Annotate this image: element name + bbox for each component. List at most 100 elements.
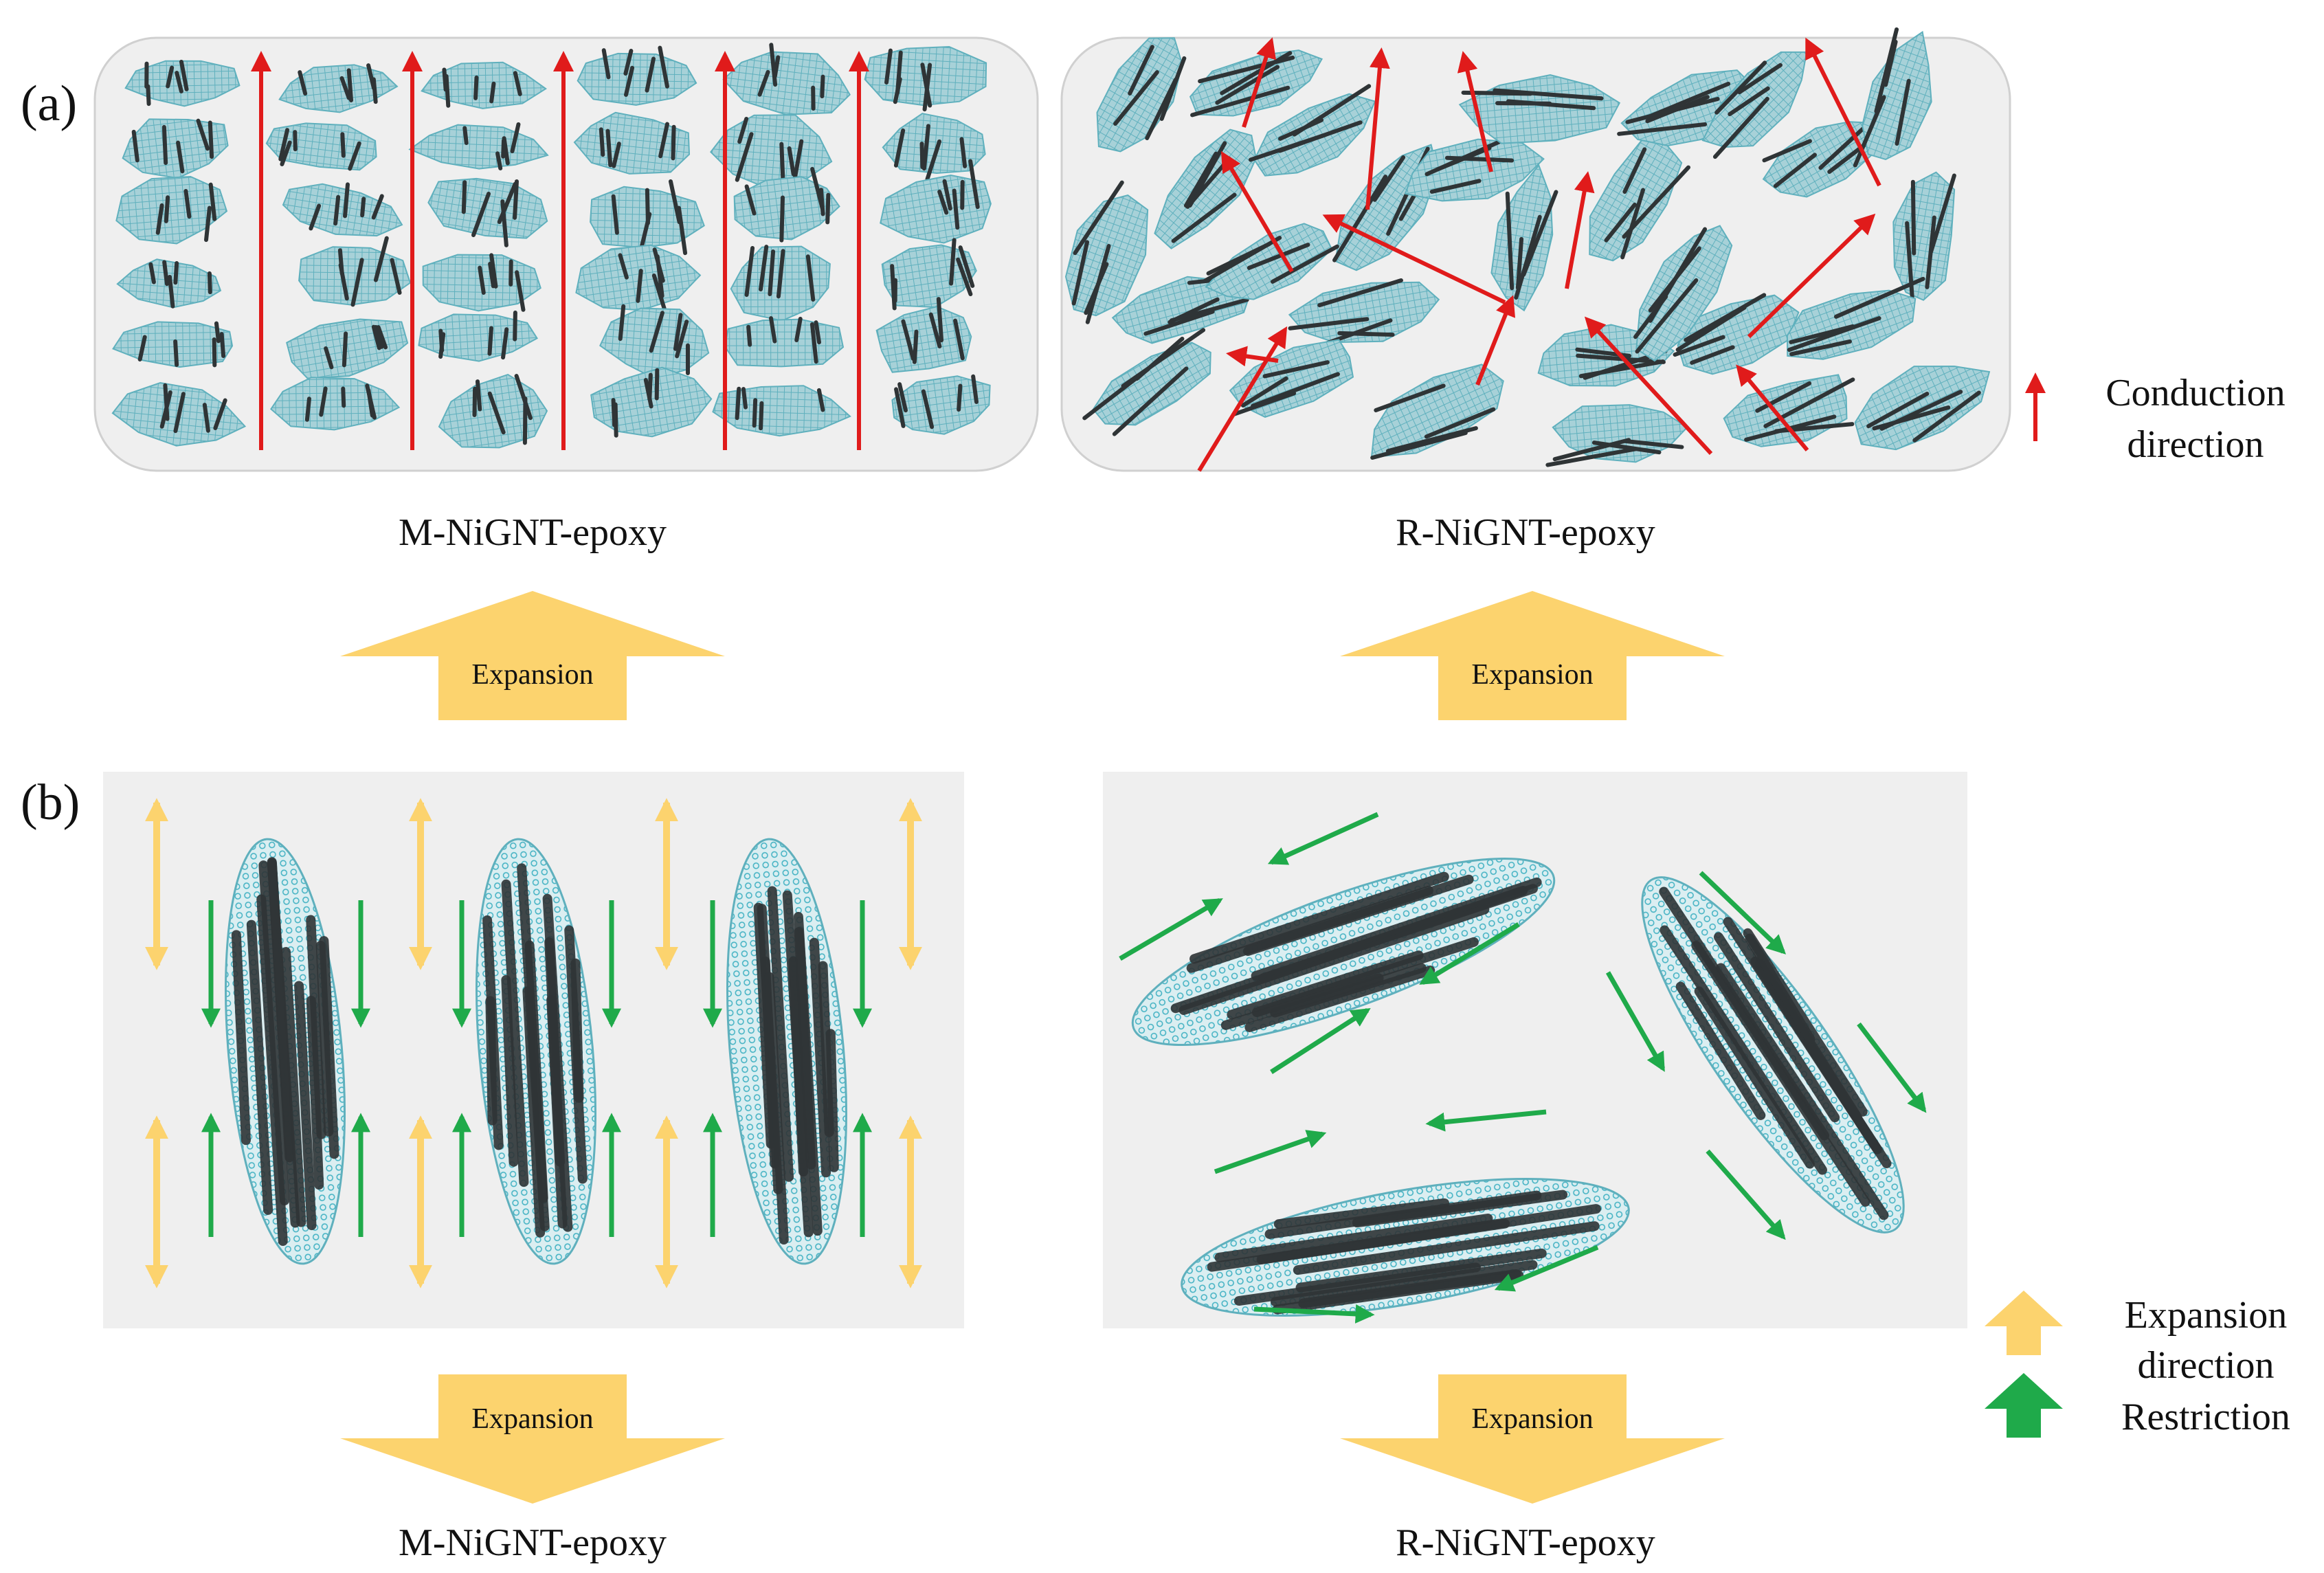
graphene-flake [1589, 135, 1691, 262]
conduction-arrow [1565, 171, 1595, 289]
restriction-arrow [1494, 1245, 1599, 1292]
ni-gnt-flake [726, 838, 848, 1265]
restriction-arrow [1214, 1130, 1327, 1174]
graphene-flake [730, 245, 831, 322]
expansion-legend-arrow [1985, 1291, 2063, 1355]
graphene-flake [265, 122, 377, 171]
graphene-flake [599, 304, 710, 380]
restriction-arrow [1699, 871, 1787, 955]
conduction-legend: Conduction direction [2025, 372, 2286, 466]
graphene-flake [1545, 404, 1689, 467]
graphene-flake [1203, 223, 1339, 300]
graphene-flake [112, 321, 234, 368]
graphene-flake [1064, 180, 1149, 324]
graphene-flake [1096, 37, 1187, 153]
graphene-flake [891, 374, 991, 435]
panel-b-r-nignt-box [1103, 772, 1967, 1328]
restriction-arrow [1706, 1149, 1786, 1240]
graphene-flake [724, 316, 845, 368]
aligned-flake-columns [111, 43, 992, 450]
expansion-up-arrow-left: Expansion [340, 591, 725, 720]
graphene-flake [298, 236, 412, 307]
restriction-arrow [1425, 1109, 1547, 1132]
graphene-flake [111, 382, 247, 447]
panel-b-left-caption: M-NiGNT-epoxy [399, 1521, 667, 1564]
restriction-arrow [1857, 1022, 1927, 1113]
expansion-down-arrow-right-label: Expansion [1471, 1403, 1593, 1435]
graphene-flake [122, 118, 229, 179]
conduction-arrow [1220, 150, 1294, 273]
panel-a-left-caption: M-NiGNT-epoxy [399, 511, 667, 554]
restriction-legend-arrow [1985, 1373, 2063, 1438]
conduction-arrow [1747, 213, 1876, 339]
expansion-legend: Expansion direction [1985, 1291, 2287, 1387]
graphene-flake [1633, 225, 1733, 362]
conduction-arrow [1226, 346, 1279, 367]
graphene-flake [1248, 84, 1376, 177]
graphene-flake [1786, 276, 1925, 360]
expansion-down-arrow-left-label: Expansion [471, 1403, 593, 1435]
restriction-legend: Restriction [1985, 1373, 2290, 1438]
ni-gnt-flake [1131, 857, 1556, 1047]
panel-a-m-nignt-box [93, 36, 1039, 472]
ni-gnt-flake [1181, 1178, 1630, 1317]
graphene-flake [1082, 328, 1211, 436]
graphene-flake [408, 122, 549, 170]
graphene-flake [575, 244, 702, 311]
panel-b-m-nignt-box [103, 772, 964, 1328]
graphene-flake [1854, 365, 1991, 451]
random-flake-network [1064, 27, 1991, 472]
conduction-arrow [1805, 37, 1881, 187]
restriction-arrow [1267, 812, 1379, 865]
expansion-up-arrow-right: Expansion [1340, 591, 1725, 720]
ni-gnt-flake [475, 838, 597, 1265]
graphene-flake [733, 166, 840, 243]
graphene-flake [270, 377, 401, 431]
conduction-arrow [1322, 214, 1506, 304]
expansion-down-arrow-right: Expansion [1340, 1374, 1725, 1504]
random-flakes-with-arrows [1119, 812, 1927, 1324]
panel-a-right-caption: R-NiGNT-epoxy [1396, 511, 1655, 554]
graphene-flake [427, 177, 548, 247]
restriction-arrow [1419, 922, 1520, 985]
expansion-legend-line2: direction [2137, 1344, 2274, 1387]
graphene-flake [422, 253, 541, 312]
graphene-flake [882, 113, 986, 181]
ni-gnt-flake [1641, 876, 1905, 1234]
conduction-legend-line2: direction [2127, 423, 2264, 466]
restriction-arrow [1119, 897, 1223, 961]
conduction-arrow [1475, 295, 1516, 386]
conduction-arrow [1197, 326, 1288, 472]
graphene-flake [577, 45, 697, 106]
graphene-flake [875, 297, 972, 373]
graphene-flake [864, 46, 987, 112]
graphene-flake [1229, 339, 1354, 418]
conduction-arrow [1457, 51, 1493, 172]
graphene-flake [418, 310, 538, 362]
conduction-legend-line1: Conduction [2105, 372, 2285, 414]
expansion-up-arrow-right-label: Expansion [1471, 659, 1593, 691]
graphene-flake [880, 159, 992, 244]
expansion-legend-line1: Expansion [2125, 1294, 2287, 1337]
graphene-flake [712, 385, 851, 437]
graphene-flake [282, 182, 403, 237]
graphene-flake [722, 43, 851, 115]
aligned-flakes-with-arrows [144, 798, 923, 1288]
conduction-arrow [1584, 316, 1713, 456]
graphene-flake [278, 63, 399, 113]
graphene-flake [1701, 51, 1808, 159]
expansion-down-arrow-left: Expansion [340, 1374, 725, 1504]
restriction-arrow [1270, 1007, 1371, 1074]
expansion-up-arrow-left-label: Expansion [471, 659, 593, 691]
conduction-arrow [1365, 47, 1390, 210]
panel-b-label: (b) [21, 774, 80, 831]
panel-b-right-caption: R-NiGNT-epoxy [1396, 1521, 1655, 1564]
conduction-arrow [1242, 37, 1276, 128]
restriction-arrow [1605, 971, 1666, 1072]
conduction-arrow [1736, 364, 1809, 451]
graphene-flake [590, 366, 713, 438]
graphene-flake [573, 111, 691, 175]
graphene-flake [1853, 27, 1932, 168]
graphene-flake [116, 258, 222, 309]
